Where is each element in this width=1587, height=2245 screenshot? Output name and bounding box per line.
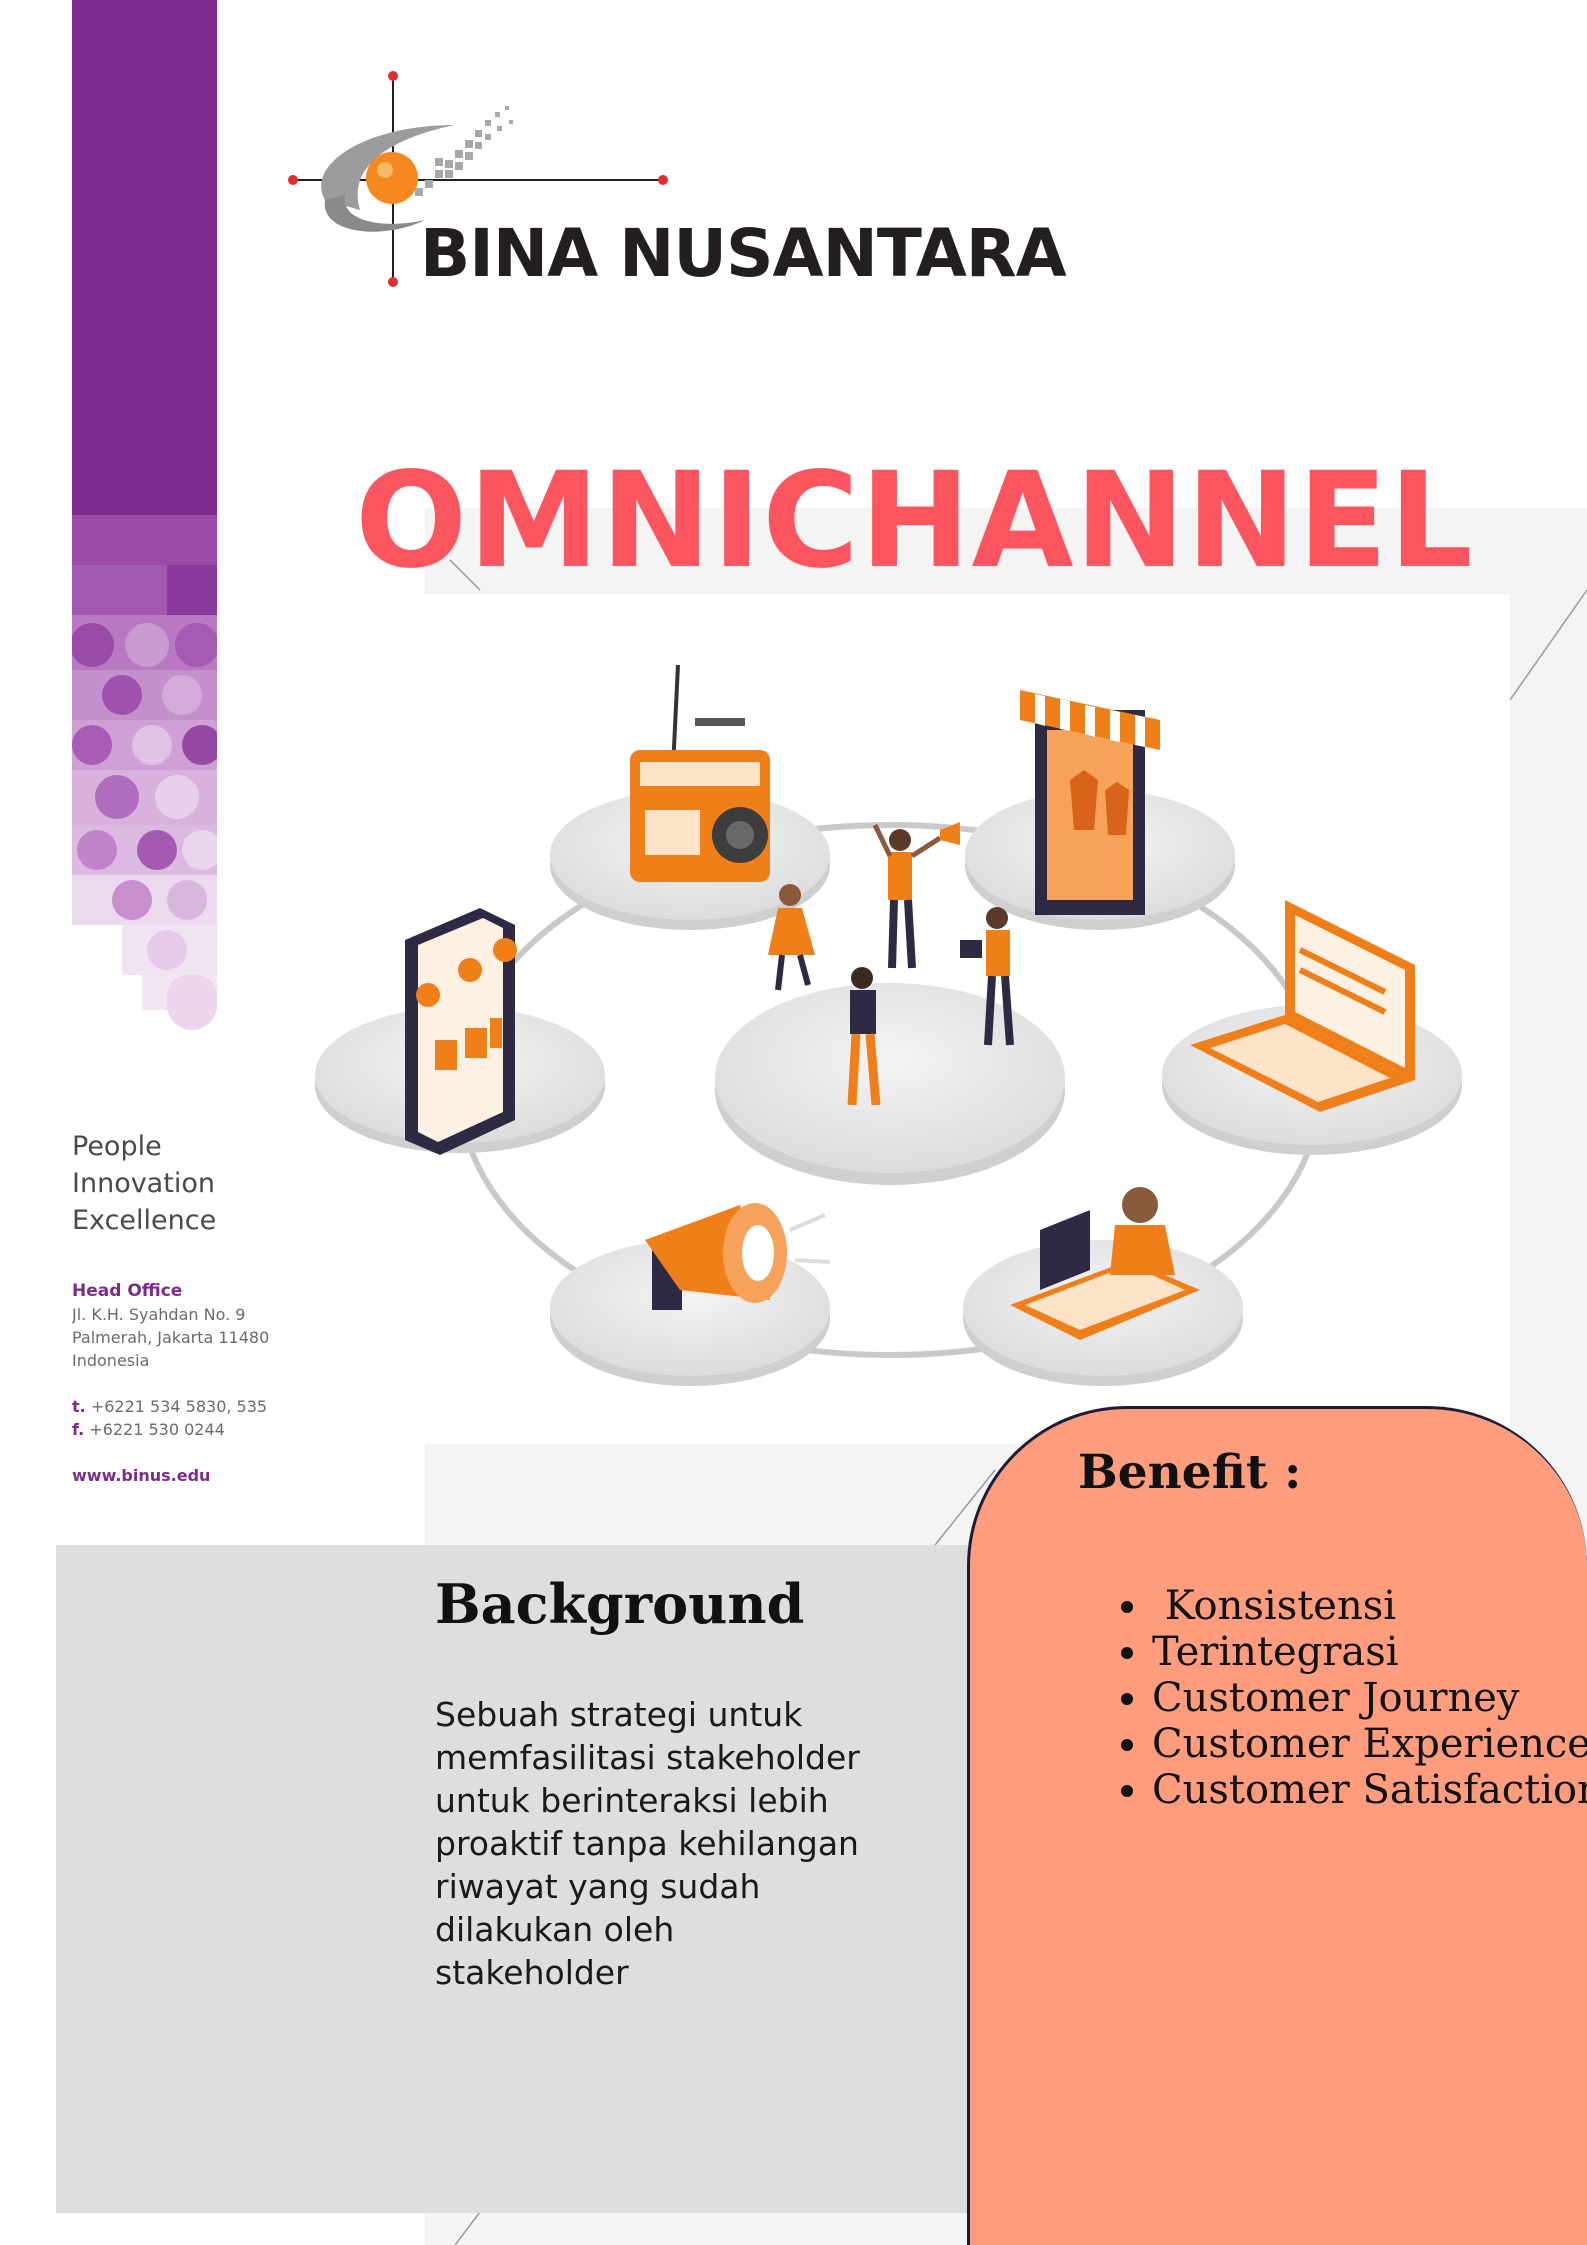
- background-line: untuk berinteraksi lebih: [435, 1781, 829, 1820]
- megaphone-icon: [645, 1203, 831, 1310]
- radio-icon: [630, 664, 770, 882]
- benefit-heading: Benefit :: [1078, 1445, 1302, 1500]
- background-line: proaktif tanpa kehilangan: [435, 1824, 859, 1863]
- customer-support-icon: [1010, 1187, 1200, 1340]
- purple-mosaic-pattern: [72, 515, 217, 1070]
- background-line: riwayat yang sudah: [435, 1867, 761, 1906]
- storefront-icon: [1020, 690, 1160, 915]
- benefit-list: Konsistensi Terintegrasi Customer Journe…: [1110, 1583, 1587, 1813]
- phone-icon: [405, 908, 517, 1155]
- people-group-icon: [768, 822, 1014, 1106]
- phone-line: t. +6221 534 5830, 535: [72, 1395, 270, 1418]
- background-heading: Background: [435, 1572, 805, 1636]
- contact-info: Head Office Jl. K.H. Syahdan No. 9 Palme…: [72, 1280, 270, 1487]
- tagline-line: Excellence: [72, 1205, 217, 1236]
- website-link[interactable]: www.binus.edu: [72, 1466, 211, 1485]
- background-line: dilakukan oleh: [435, 1910, 675, 1949]
- laptop-icon: [1190, 900, 1415, 1112]
- fax-number: +6221 530 0244: [89, 1420, 225, 1439]
- phone-number: +6221 534 5830, 535: [90, 1397, 268, 1416]
- tagline: People Innovation Excellence: [72, 1128, 216, 1239]
- background-line: Sebuah strategi untuk: [435, 1695, 803, 1734]
- address-line: Palmerah, Jakarta 11480: [72, 1328, 270, 1347]
- background-panel: [56, 1545, 976, 2213]
- background-text: Sebuah strategi untuk memfasilitasi stak…: [435, 1693, 935, 1994]
- benefit-item: Konsistensi: [1152, 1583, 1587, 1629]
- logo-text: BINA NUSANTARA: [420, 215, 1067, 292]
- fax-line: f. +6221 530 0244: [72, 1418, 270, 1441]
- tagline-line: Innovation: [72, 1168, 215, 1199]
- benefit-item: Customer Experience: [1152, 1721, 1587, 1767]
- benefit-item: Terintegrasi: [1152, 1629, 1587, 1675]
- background-line: memfasilitasi stakeholder: [435, 1738, 860, 1777]
- binus-logo-emblem: [288, 71, 668, 287]
- benefit-item: Customer Journey: [1152, 1675, 1587, 1721]
- background-line: stakeholder: [435, 1953, 629, 1992]
- benefit-panel: [967, 1406, 1587, 2245]
- fax-label: f.: [72, 1420, 85, 1439]
- phone-label: t.: [72, 1397, 86, 1416]
- benefit-item: Customer Satisfaction: [1152, 1767, 1587, 1813]
- address-line: Jl. K.H. Syahdan No. 9: [72, 1305, 246, 1324]
- head-office-heading: Head Office: [72, 1281, 183, 1301]
- omnichannel-illustration: [315, 664, 1462, 1386]
- purple-side-band: [72, 0, 217, 565]
- page-title: OMNICHANNEL: [355, 444, 1474, 598]
- tagline-line: People: [72, 1131, 162, 1162]
- address-line: Indonesia: [72, 1351, 150, 1370]
